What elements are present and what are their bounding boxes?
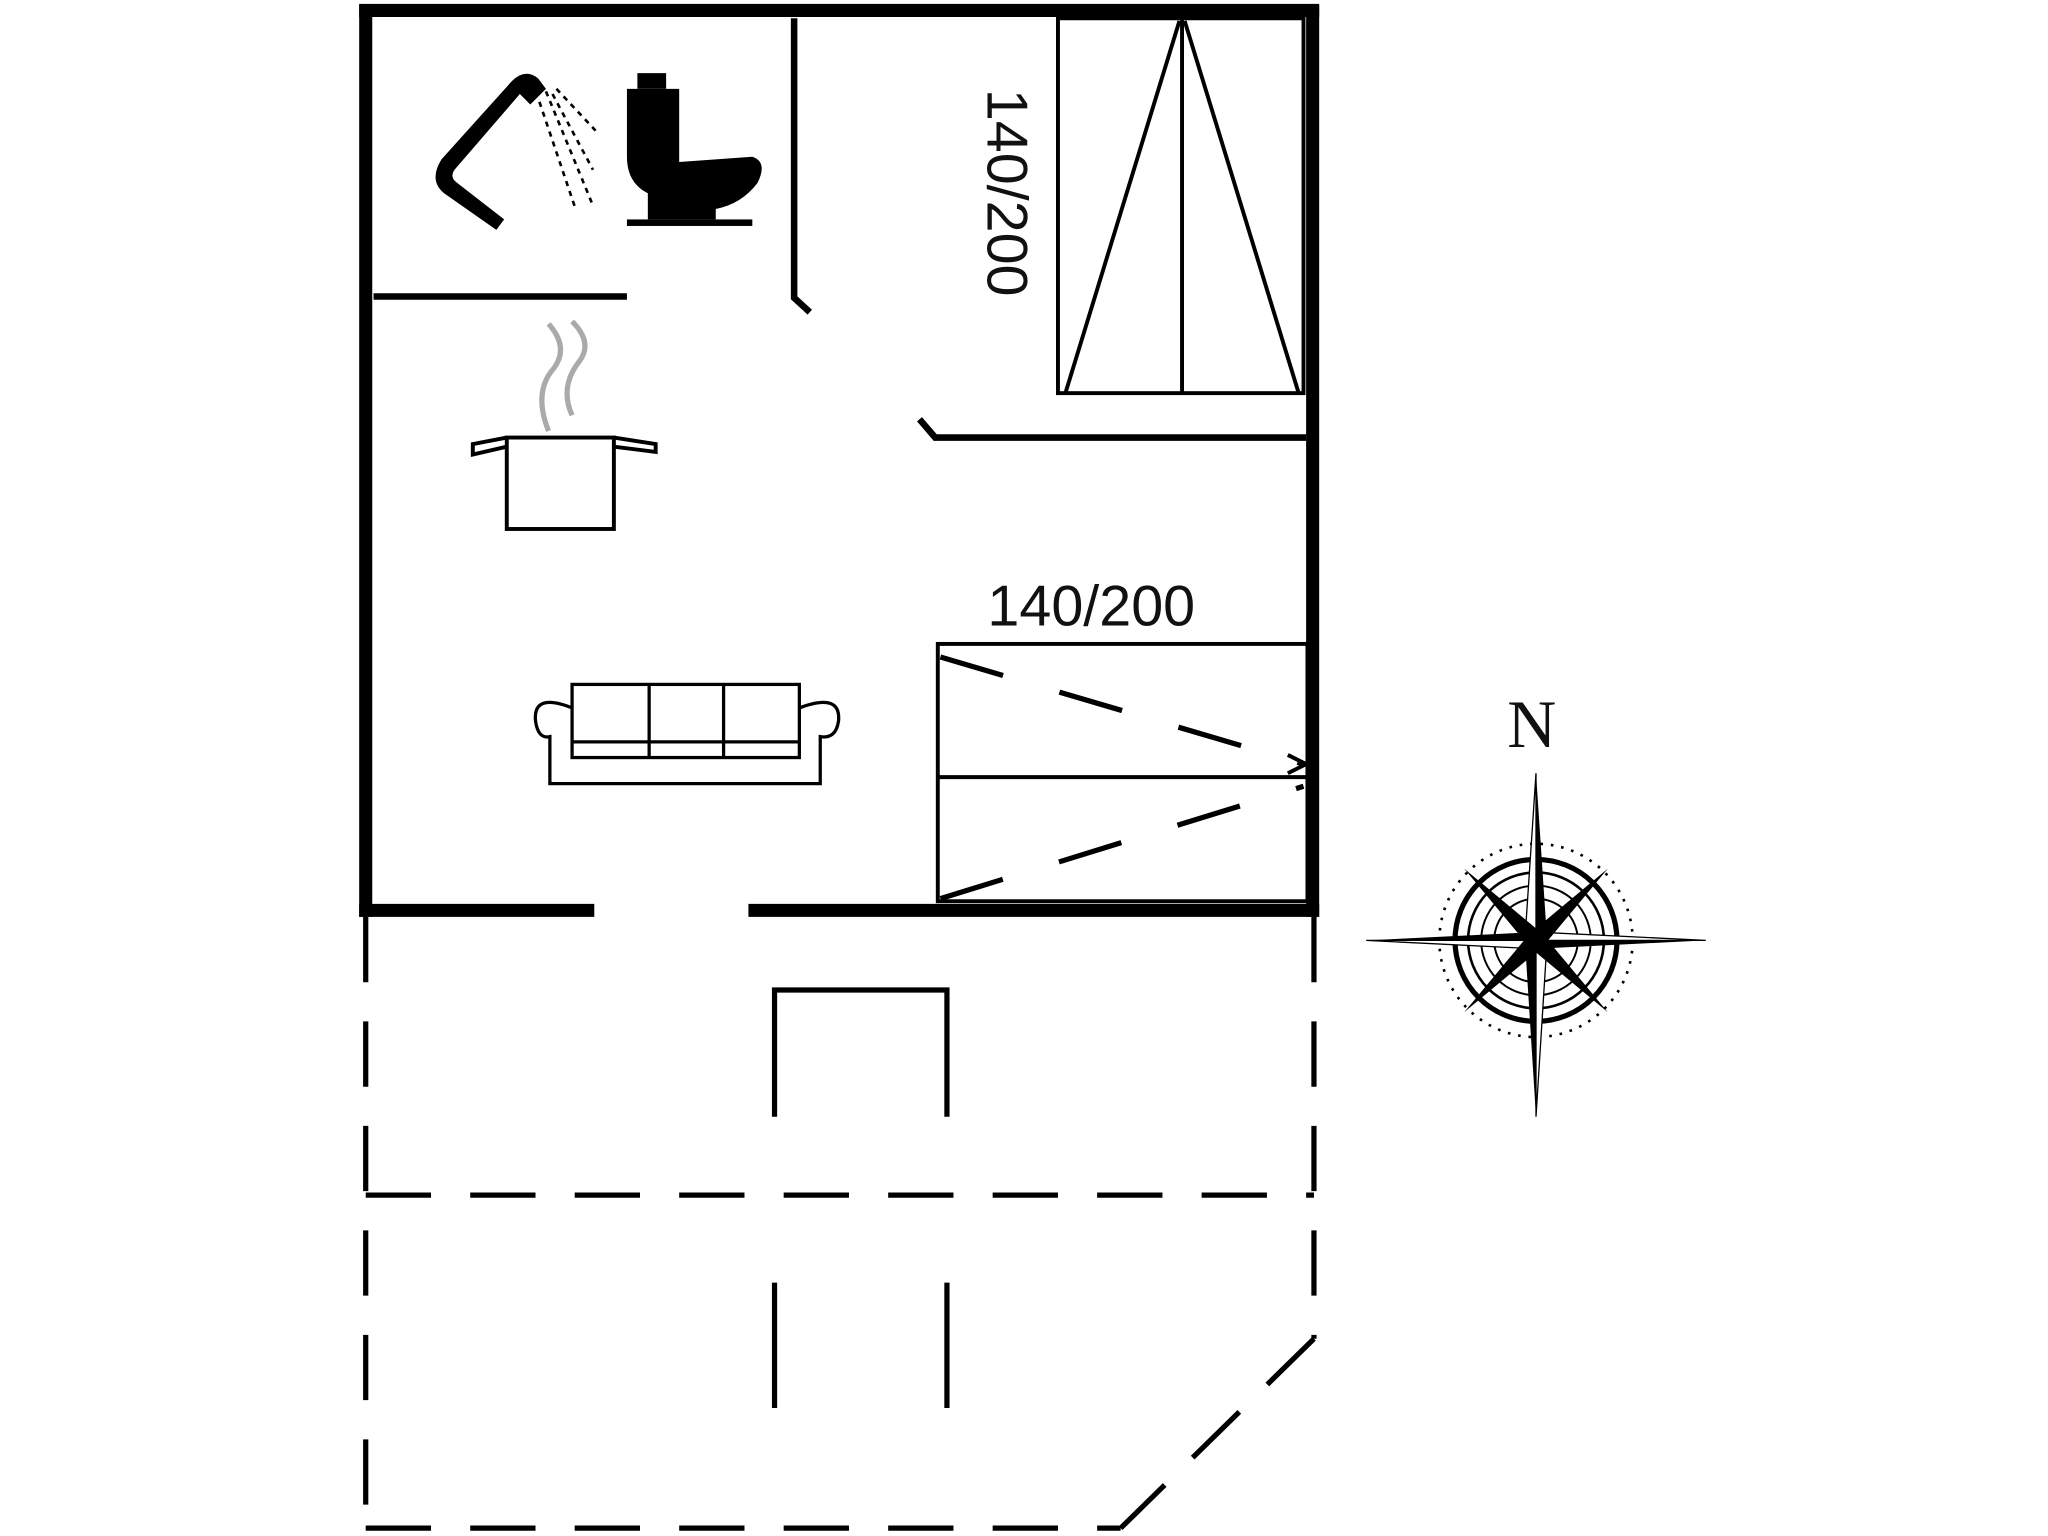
- bed-lower: [935, 641, 1311, 904]
- compass-north-label: N: [1507, 686, 1556, 762]
- outer-walls: [359, 3, 1320, 917]
- shower-icon: [435, 73, 597, 230]
- interior-walls: [373, 18, 1307, 441]
- cooking-pot-icon: [470, 319, 658, 531]
- terrace-outline: [363, 916, 1317, 1531]
- bed-upper: [1055, 16, 1306, 396]
- toilet-icon: [626, 73, 762, 226]
- terrace-step: [771, 987, 950, 1117]
- compass-rose-icon: [1366, 773, 1706, 1117]
- bed-upper-label: 140/200: [974, 89, 1038, 297]
- sofa-icon: [533, 682, 841, 786]
- bed-lower-label: 140/200: [987, 575, 1195, 639]
